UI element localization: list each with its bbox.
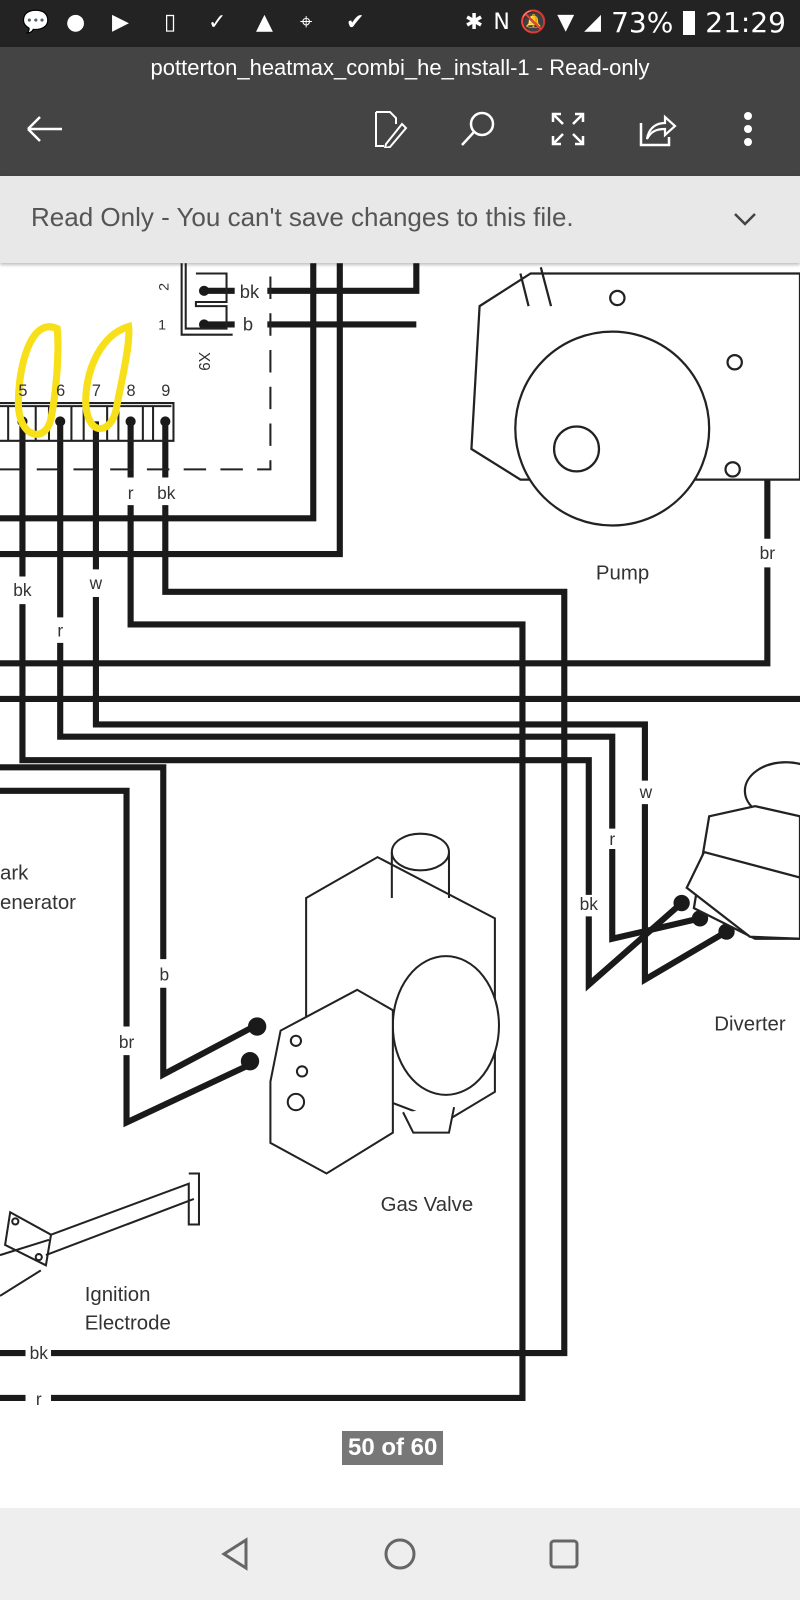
clock: 21:29 — [705, 6, 786, 39]
edit-button[interactable] — [366, 105, 414, 153]
ignition-electrode-illustration — [0, 1172, 200, 1297]
back-button[interactable] — [20, 105, 68, 153]
x9-wire2-label: bk — [240, 281, 260, 302]
gas-valve-illustration — [269, 832, 500, 1175]
pump-illustration — [470, 267, 800, 527]
wire-label: br — [119, 1032, 135, 1052]
wire — [0, 764, 252, 1080]
maps-icon: ⌖ — [300, 10, 313, 35]
mute-icon: 🔕 — [519, 10, 548, 35]
banner-message: Read Only - You can't save changes to th… — [31, 202, 574, 232]
pin-label: 9 — [161, 382, 170, 400]
wire-label: w — [639, 782, 653, 802]
wifi-icon: ▼ — [557, 10, 575, 35]
wire-label: r — [609, 829, 615, 849]
back-arrow-icon — [27, 116, 62, 142]
app-toolbar: potterton_heatmax_combi_he_install-1 - R… — [0, 47, 800, 176]
read-only-banner: Read Only - You can't save changes to th… — [0, 176, 800, 263]
battery-percent: 73% — [611, 6, 674, 39]
wire — [0, 787, 259, 1128]
wire — [0, 421, 526, 1402]
bluetooth-icon: ✱ — [464, 10, 484, 35]
gallery-icon: ▲ — [256, 10, 273, 35]
connector-x9 — [180, 263, 233, 336]
x9-wire1-label: b — [243, 314, 253, 335]
highlight-annotation — [14, 321, 133, 438]
gas-valve-label: Gas Valve — [381, 1194, 474, 1216]
spark-generator-label: ark — [0, 863, 29, 885]
edit-icon — [375, 111, 408, 148]
share-button[interactable] — [634, 105, 682, 153]
dashed-boundary — [0, 263, 272, 471]
share-icon — [639, 114, 677, 147]
wire — [0, 421, 568, 1357]
tasks-icon: ✓ — [208, 10, 227, 35]
wire-label: br — [760, 543, 776, 563]
wire-label: r — [128, 483, 134, 503]
ignition-electrode-label: Ignition — [85, 1284, 151, 1306]
wire-label: r — [57, 621, 63, 641]
status-bar: 💬 ● ▶ ▯ ✓ ▲ ⌖ ✔ ✱ N 🔕 ▼ ◢ 73% 21:29 — [0, 0, 800, 47]
search-icon — [461, 111, 495, 146]
hangouts-icon: 💬 — [22, 10, 50, 35]
ignition-electrode-label: Electrode — [85, 1313, 171, 1335]
home-circle-icon[interactable] — [380, 1534, 420, 1574]
pin-label: 8 — [127, 382, 136, 400]
nfc-icon: N — [493, 10, 510, 35]
wire-label: bk — [13, 580, 32, 600]
download-icon: ▯ — [164, 10, 177, 35]
pin-label: 7 — [92, 382, 101, 400]
chevron-down-icon[interactable] — [730, 204, 760, 234]
back-triangle-icon[interactable] — [216, 1534, 256, 1574]
recents-square-icon[interactable] — [544, 1534, 584, 1574]
signal-icon: ◢ — [584, 10, 602, 35]
pin-label: 6 — [56, 382, 65, 400]
document-viewer[interactable]: 2 1 X9 bk b 5 6 7 8 9 r bk bk w r br w r… — [0, 263, 800, 1508]
document-title: potterton_heatmax_combi_he_install-1 - R… — [150, 55, 650, 80]
pin-label: 5 — [18, 382, 27, 400]
wire-label: r — [36, 1389, 42, 1409]
wire — [57, 421, 701, 943]
alert-icon: ● — [66, 10, 86, 35]
x9-label: X9 — [195, 352, 212, 371]
wire-label: bk — [30, 1343, 49, 1363]
wire-label: w — [89, 573, 103, 593]
wire-label: bk — [580, 894, 599, 914]
more-icon — [744, 112, 752, 146]
fullscreen-icon — [551, 112, 585, 146]
pump-label: Pump — [596, 563, 649, 585]
wire — [0, 263, 343, 558]
fullscreen-button[interactable] — [544, 105, 592, 153]
x9-pin1-label: 1 — [158, 318, 166, 334]
spark-generator-label: enerator — [0, 892, 76, 914]
search-button[interactable] — [454, 105, 502, 153]
wiring-diagram: 2 1 X9 bk b 5 6 7 8 9 r bk bk w r br w r… — [0, 263, 800, 1409]
wire-label: bk — [157, 483, 176, 503]
diverter-label: Diverter — [714, 1014, 786, 1036]
navigation-bar — [0, 1508, 800, 1600]
youtube-icon: ▶ — [112, 10, 129, 35]
wire-label: b — [159, 965, 169, 985]
x9-pin2-label: 2 — [156, 283, 172, 291]
wire — [0, 263, 317, 522]
battery-icon — [683, 10, 696, 35]
page-indicator: 50 of 60 — [342, 1431, 444, 1465]
checkmark-icon: ✔ — [346, 10, 365, 35]
diverter-illustration — [685, 761, 800, 940]
more-options-button[interactable] — [724, 105, 772, 153]
